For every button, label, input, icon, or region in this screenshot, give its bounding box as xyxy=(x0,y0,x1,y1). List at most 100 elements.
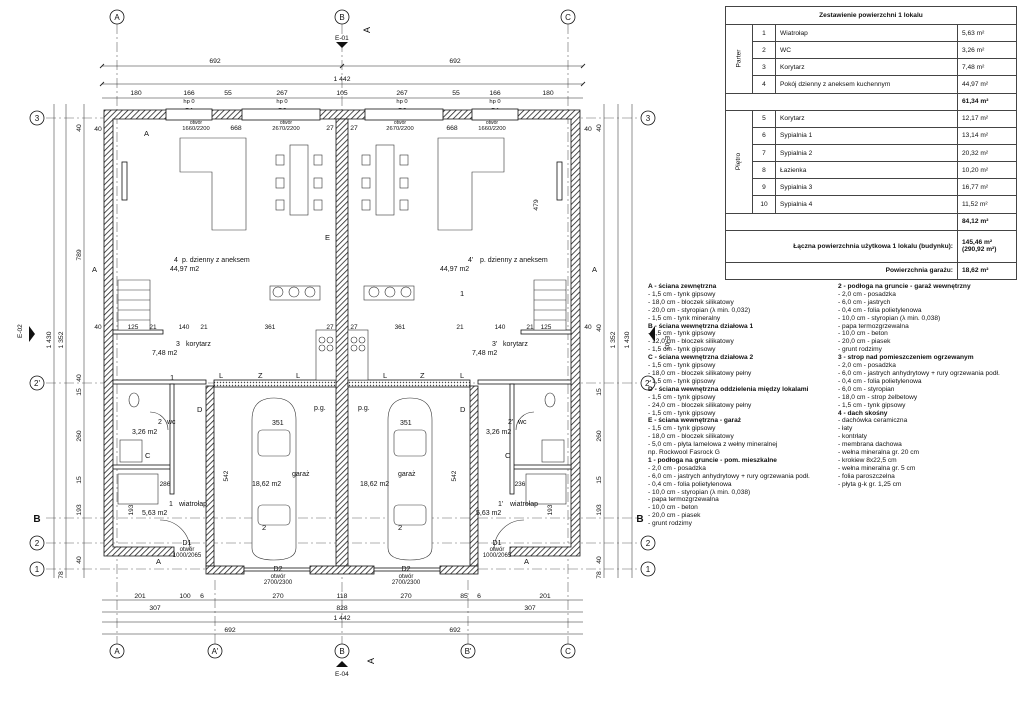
door-swings-icon xyxy=(149,411,535,551)
wc-area-right: 3,26 m2 xyxy=(486,429,511,436)
dim-left-260: 260 xyxy=(76,430,83,442)
garage-area-value: 18,62 m² xyxy=(957,261,1017,281)
inner-27-l: 27 xyxy=(326,324,334,331)
vest-num-left: 1 xyxy=(169,501,173,508)
dim-right-40b: 40 xyxy=(596,324,603,332)
legend-line: - 12,0 cm - bloczek silikatowy xyxy=(648,338,734,346)
svg-text:C: C xyxy=(565,13,571,22)
pg-left: p.g. xyxy=(314,405,326,412)
wall-A-mark-br: A xyxy=(524,557,529,566)
section-right-label: E-03 xyxy=(663,336,670,350)
section-left-marker xyxy=(29,326,35,342)
axis-right-3: 3 xyxy=(640,110,656,126)
wall-Z-mark-left: Z xyxy=(258,371,263,380)
dining-table-right-icon xyxy=(375,144,395,216)
section-markers: E-01 A E-04 A E-02 E-03 xyxy=(17,27,670,678)
axis-left-2-prime: 2' xyxy=(29,375,45,391)
corridor-num-left: 3 xyxy=(176,341,180,348)
legend-line: - 5,0 cm - płyta lamelowa z wełny minera… xyxy=(648,441,778,449)
legend-line: - 18,0 cm - bloczek silikatowy pełny xyxy=(648,369,752,377)
o1-size-l: 1660/2200 xyxy=(182,126,209,132)
dim-bot-1442: 1 442 xyxy=(333,615,350,622)
area-table: Zestawienie powierzchni 1 lokalu Parter … xyxy=(725,6,1017,281)
o2-hp-r: hp 0 xyxy=(396,99,407,105)
dim-left-1430: 1 430 xyxy=(46,331,53,348)
wall-L-mark-mid-right: L xyxy=(383,371,387,380)
room-area: 20,32 m² xyxy=(957,143,1017,163)
legend-line: - 1,5 cm - tynk gipsowy xyxy=(648,425,716,433)
dim-top-55-r: 55 xyxy=(452,90,460,97)
inner-21-l: 21 xyxy=(149,324,157,331)
axis-bottom-A-prime: A' xyxy=(207,643,223,659)
svg-text:3: 3 xyxy=(35,114,40,123)
garage-area-left: 18,62 m2 xyxy=(252,481,281,488)
o2-otwor-r: otwór xyxy=(394,120,407,126)
legend-line: - 0,4 cm - folia polietylenowa xyxy=(838,377,922,385)
wc-num-left: 2 xyxy=(158,419,162,426)
o-width-l: 668 xyxy=(230,125,242,132)
axis-top-B: B xyxy=(334,9,350,25)
inner-21b-l: 21 xyxy=(200,324,208,331)
dim-top-40-r: 40 xyxy=(584,126,592,133)
svg-text:2: 2 xyxy=(646,539,651,548)
dining-table-left-icon xyxy=(289,144,309,216)
wall-D-mark-right: D xyxy=(460,405,466,414)
corridor-name-left: korytarz xyxy=(186,341,211,348)
wall-A-mark-left: A xyxy=(92,265,97,274)
sink-left-icon xyxy=(119,439,143,463)
legend-line: - 0,4 cm - folia polietylenowa xyxy=(838,306,922,314)
legend-line: - dachówka ceramiczna xyxy=(838,417,908,425)
dim-bot-100: 100 xyxy=(179,593,191,600)
legend-heading: 3 - strop nad pomieszczeniem ogrzewanym xyxy=(838,354,974,362)
section-top-arrow-letter: A xyxy=(362,27,372,33)
dim-top-267-r: 267 xyxy=(396,90,408,97)
dim-right-40a: 40 xyxy=(596,124,603,132)
legend-line: - 10,0 cm - styropian (λ min. 0,038) xyxy=(838,314,941,322)
legend-line: - wełna mineralna gr. 20 cm xyxy=(838,449,919,457)
wardrobe-left-icon xyxy=(117,473,159,505)
dim-left-15b: 15 xyxy=(76,476,83,484)
toilet-left-icon xyxy=(128,392,140,408)
legend-line: - płyta g-k gr. 1,25 cm xyxy=(838,480,902,488)
dim-left-40c: 40 xyxy=(76,556,83,564)
stairs-left-icon xyxy=(117,279,151,331)
legend-line: - 1,5 cm - tynk gipsowy xyxy=(648,346,716,354)
axis-left-1: 1 xyxy=(29,561,45,577)
svg-text:2': 2' xyxy=(34,379,40,388)
car-left-icon xyxy=(251,397,297,561)
legend-line: - 2,0 cm - posadzka xyxy=(838,290,896,298)
svg-text:1: 1 xyxy=(35,565,40,574)
room-name: WC xyxy=(775,41,958,60)
wall-Z-mark-right: Z xyxy=(420,371,425,380)
dim-top-180-r: 180 xyxy=(542,90,554,97)
room-area: 7,48 m² xyxy=(957,58,1017,77)
floor-total: 84,12 m² xyxy=(957,212,1017,231)
level-floor: Piętro xyxy=(725,109,753,214)
garage-name-right: garaż xyxy=(398,471,416,478)
dim-right-260: 260 xyxy=(596,430,603,442)
d1-otwor-left: otwór xyxy=(180,547,195,553)
section-bottom-label: E-04 xyxy=(335,671,349,678)
section-left-label: E-02 xyxy=(17,324,24,338)
legend-line: - 0,4 cm - folia polietylenowa xyxy=(648,480,732,488)
legend-line: - 1,5 cm - tynk mineralny xyxy=(648,314,721,322)
legend-line: - 1,5 cm - tynk gipsowy xyxy=(838,401,906,409)
axis-right-2: 2 xyxy=(640,535,656,551)
dim-right-78: 78 xyxy=(596,571,603,579)
inner-40-r: 40 xyxy=(584,324,592,331)
legend-column-left: A - ściana zewnętrzna- 1,5 cm - tynk gip… xyxy=(648,283,838,528)
vest-num-right: 1' xyxy=(498,501,503,508)
room-name: Sypialnia 2 xyxy=(775,143,958,163)
inner-40-l: 40 xyxy=(94,324,102,331)
dim-bot-6-r: 6 xyxy=(477,593,481,600)
o-width-r: 668 xyxy=(446,125,458,132)
svg-text:2: 2 xyxy=(35,539,40,548)
dim-top-692-l: 692 xyxy=(209,58,221,65)
axis-bottom-C: C xyxy=(560,643,576,659)
o2-size-r: 2670/2200 xyxy=(386,126,413,132)
floor-1-mark-left: 1 xyxy=(170,373,174,382)
dim-top-166-r: 166 xyxy=(489,90,501,97)
dim-left-193: 193 xyxy=(76,504,83,516)
wall-A-mark-right: A xyxy=(592,265,597,274)
d2-size-right: 2700/2300 xyxy=(392,580,421,586)
